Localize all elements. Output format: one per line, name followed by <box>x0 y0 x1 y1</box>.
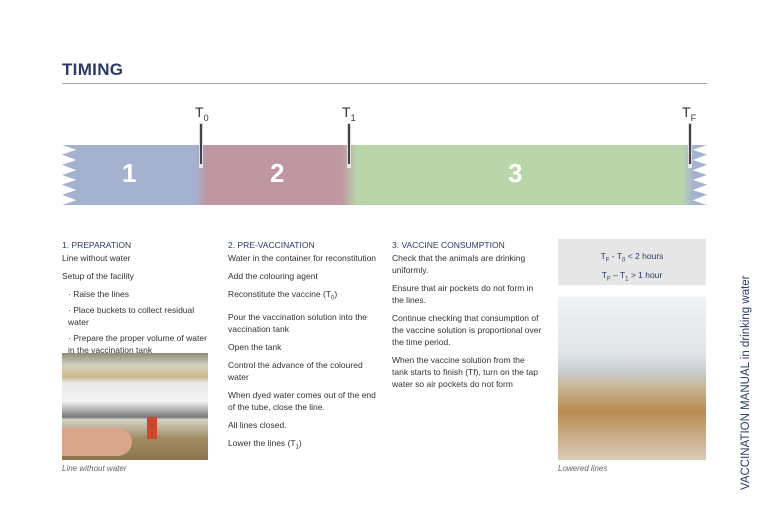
text: Line without water <box>62 253 131 263</box>
marker-t: T <box>682 104 691 120</box>
text: Add the colouring agent <box>228 271 318 281</box>
section-heading: 3. VACCINE CONSUMPTION <box>392 240 505 250</box>
phase-1-label: 1 <box>122 158 137 188</box>
hand-shape <box>62 428 132 456</box>
marker-tf <box>688 123 692 168</box>
marker-label-tf: TF <box>682 104 696 123</box>
marker-sub: 0 <box>203 112 209 123</box>
text: Open the tank <box>228 341 282 352</box>
phase-3-label: 3 <box>508 158 523 188</box>
text: Reconstitute the vaccine (T0) <box>228 289 338 302</box>
text: Control the advance of the coloured wate… <box>228 359 363 382</box>
rule-line: TF – T1 > 1 hour <box>601 269 663 283</box>
side-title: VACCINATION MANUAL in drinking water <box>740 275 752 490</box>
text: Continue checking that consumption of th… <box>392 313 542 347</box>
caption-left: Line without water <box>62 464 127 473</box>
timing-rules-box: TF - T0 < 2 hours TF – T1 > 1 hour <box>558 239 706 285</box>
divider <box>62 83 707 84</box>
marker-label-t1: T1 <box>342 104 356 123</box>
marker-label-t0: T0 <box>195 104 209 123</box>
bullet: · Raise the lines <box>68 289 129 299</box>
phase-2-label: 2 <box>270 158 285 188</box>
text: Lower the lines (T <box>228 437 296 448</box>
text: Water in the container for reconstitutio… <box>228 253 377 263</box>
text: When dyed water comes out of the end of … <box>228 389 376 412</box>
text: Lower the lines (T1) <box>228 437 302 451</box>
page-title: TIMING <box>62 60 124 79</box>
marker-sub: 1 <box>350 112 356 123</box>
marker-t1 <box>347 123 351 168</box>
pre-vaccination-column: 2. PRE-VACCINATION Water in the containe… <box>228 239 378 459</box>
text: Pour the vaccination solution into the v… <box>228 311 367 334</box>
marker-sub: F <box>690 112 697 123</box>
section-heading: 1. PREPARATION <box>62 240 132 250</box>
text: Reconstitute the vaccine (T <box>228 289 331 299</box>
caption-right: Lowered lines <box>558 464 608 473</box>
vaccine-consumption-column: 3. VACCINE CONSUMPTION Check that the an… <box>392 239 542 396</box>
marker-t0 <box>199 123 203 168</box>
marker-t: T <box>195 104 204 120</box>
text: Check that the animals are drinking unif… <box>392 253 526 275</box>
text: Setup of the facility <box>62 271 134 281</box>
photo-line-without-water <box>62 353 208 460</box>
text: Ensure that air pockets do not form in t… <box>392 283 534 305</box>
sub: 1 <box>295 444 299 451</box>
bullet: · Prepare the proper volume of water in … <box>68 333 207 355</box>
text: When the vaccine solution from the tank … <box>392 355 538 389</box>
preparation-column: 1. PREPARATION Line without water Setup … <box>62 239 212 360</box>
timeline-bar <box>62 145 707 205</box>
photo-lowered-lines <box>558 297 706 460</box>
sub: 0 <box>331 295 335 302</box>
section-heading: 2. PRE-VACCINATION <box>228 240 315 250</box>
text: All lines closed. <box>228 419 287 430</box>
clip-shape <box>147 417 157 439</box>
bullet: · Place buckets to collect residual wate… <box>68 305 195 327</box>
marker-t: T <box>342 104 351 120</box>
rule-line: TF - T0 < 2 hours <box>600 251 664 264</box>
